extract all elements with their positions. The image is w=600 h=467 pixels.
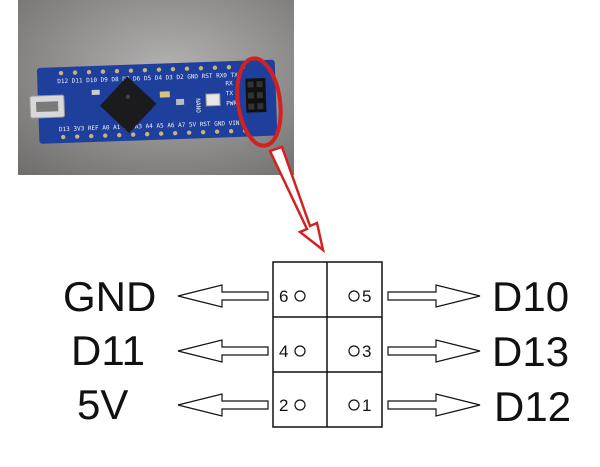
arrow-d10	[387, 284, 481, 308]
pin-2-circle	[294, 399, 306, 411]
arrow-d11	[177, 339, 269, 363]
pin-number-1: 1	[362, 396, 371, 415]
pin-5-circle	[348, 290, 360, 302]
top-pin-row	[58, 64, 246, 76]
icsp-label-tx: TX	[226, 90, 234, 97]
label-d13: D13	[492, 328, 570, 375]
label-d11: D11	[71, 327, 145, 374]
microcontroller-chip	[99, 76, 157, 134]
reset-button	[205, 93, 221, 107]
label-d10: D10	[492, 273, 570, 320]
icsp-header	[245, 77, 267, 113]
arrow-gnd	[177, 284, 269, 308]
icsp-highlight-circle	[235, 56, 283, 148]
board-label: NANO	[194, 98, 202, 113]
pin-circles	[294, 290, 360, 411]
icsp-label-rx: RX	[225, 80, 233, 87]
icsp-label-pwr: PWR	[226, 100, 237, 107]
board	[36, 59, 278, 144]
pin-4-circle	[294, 345, 306, 357]
arrow-d13	[387, 339, 481, 363]
pin-number-4: 4	[279, 342, 288, 361]
pin-number-2: 2	[279, 396, 288, 415]
label-d12: D12	[494, 383, 572, 430]
pin-number-6: 6	[279, 287, 288, 306]
pointer-arrow	[268, 145, 325, 254]
pin-6-circle	[294, 290, 306, 302]
arrow-d12	[387, 393, 481, 417]
pin-number-3: 3	[362, 342, 371, 361]
left-arrows	[177, 284, 269, 417]
pin-3-circle	[348, 345, 360, 357]
arrow-5v	[177, 393, 269, 417]
pin-1-circle	[348, 399, 360, 411]
right-arrows	[387, 284, 481, 417]
header-grid	[272, 261, 383, 428]
pin-number-5: 5	[362, 287, 371, 306]
label-gnd: GND	[63, 273, 157, 320]
label-5v: 5V	[77, 381, 129, 428]
